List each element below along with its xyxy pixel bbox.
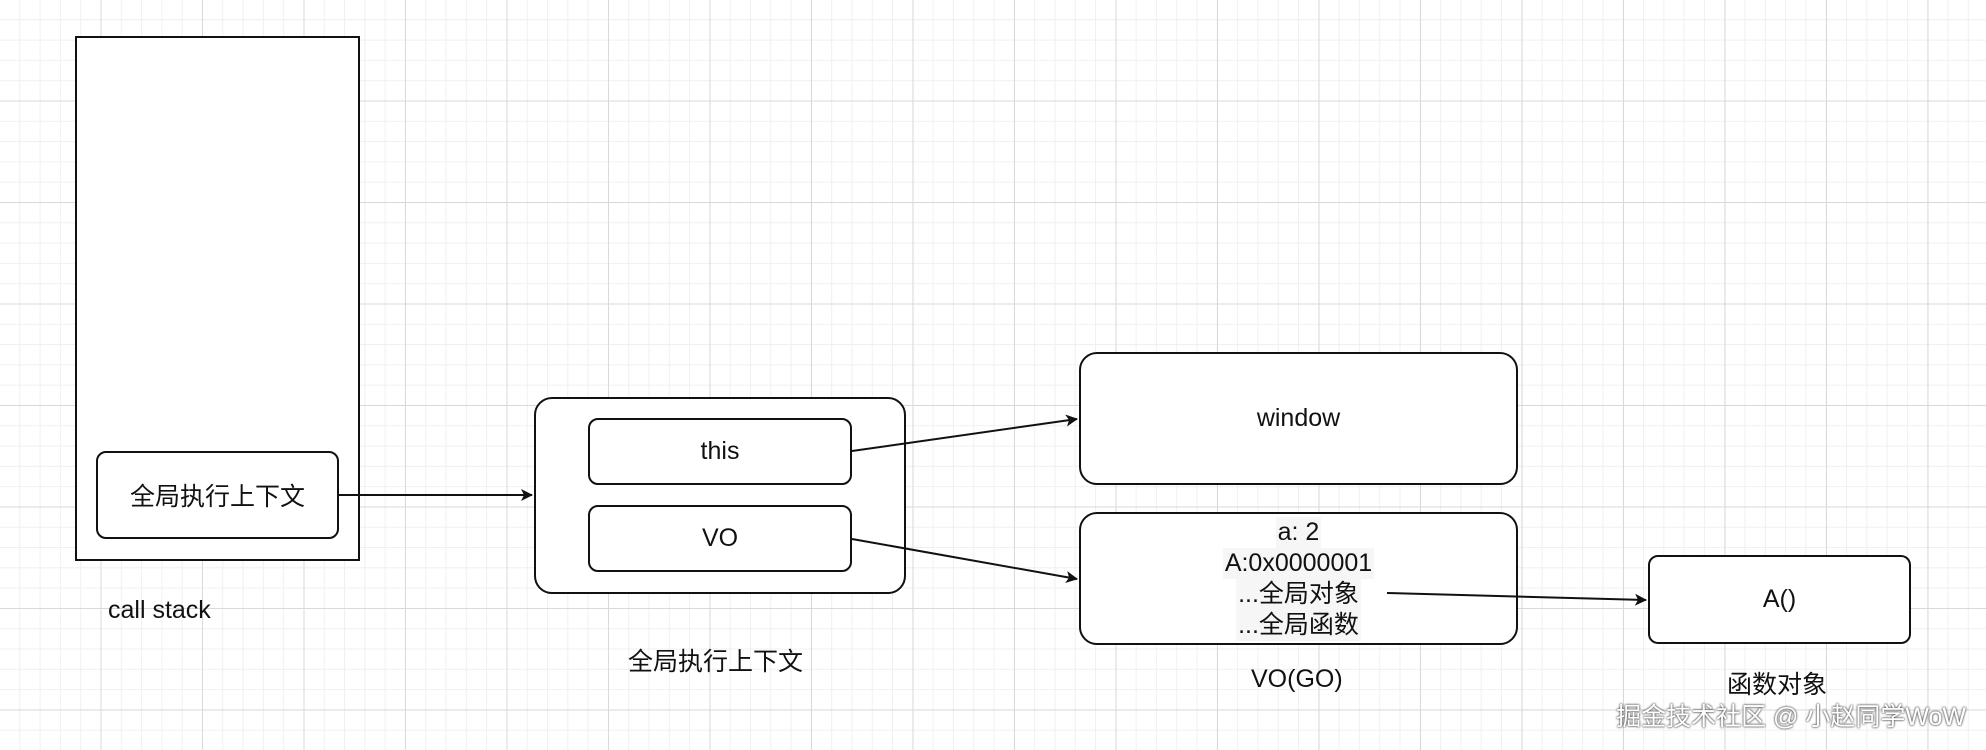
vo-label: VO <box>701 524 739 552</box>
global-context-stack-frame: 全局执行上下文 <box>96 451 339 539</box>
watermark: 掘金技术社区 @ 小赵同学WoW <box>1616 703 1966 731</box>
global-context-caption: 全局执行上下文 <box>628 648 804 676</box>
arrow-global-object-to-function <box>1386 592 1647 606</box>
stack-frame-label: 全局执行上下文 <box>129 483 305 511</box>
vo-entry-global-objects: ...全局对象 <box>1236 578 1361 610</box>
call-stack-caption: call stack <box>108 596 211 624</box>
window-object-box: window <box>1079 352 1518 485</box>
arrow-this-to-window <box>851 414 1078 452</box>
this-label: this <box>700 437 740 465</box>
function-object-label: A() <box>1762 585 1797 613</box>
global-object-box: a: 2 A:0x0000001 ...全局对象 ...全局函数 <box>1079 512 1518 645</box>
function-object-box: A() <box>1648 555 1911 644</box>
variable-object-box: VO <box>588 505 852 572</box>
vo-go-caption: VO(GO) <box>1251 665 1343 693</box>
arrow-vo-to-global-object <box>851 538 1078 583</box>
vo-entry-global-functions: ...全局函数 <box>1236 609 1361 641</box>
this-binding-box: this <box>588 418 852 485</box>
vo-entry-a: a: 2 <box>1275 516 1322 548</box>
function-object-caption: 函数对象 <box>1727 671 1828 699</box>
vo-entry-function-a: A:0x0000001 <box>1222 547 1375 579</box>
window-label: window <box>1256 404 1341 432</box>
